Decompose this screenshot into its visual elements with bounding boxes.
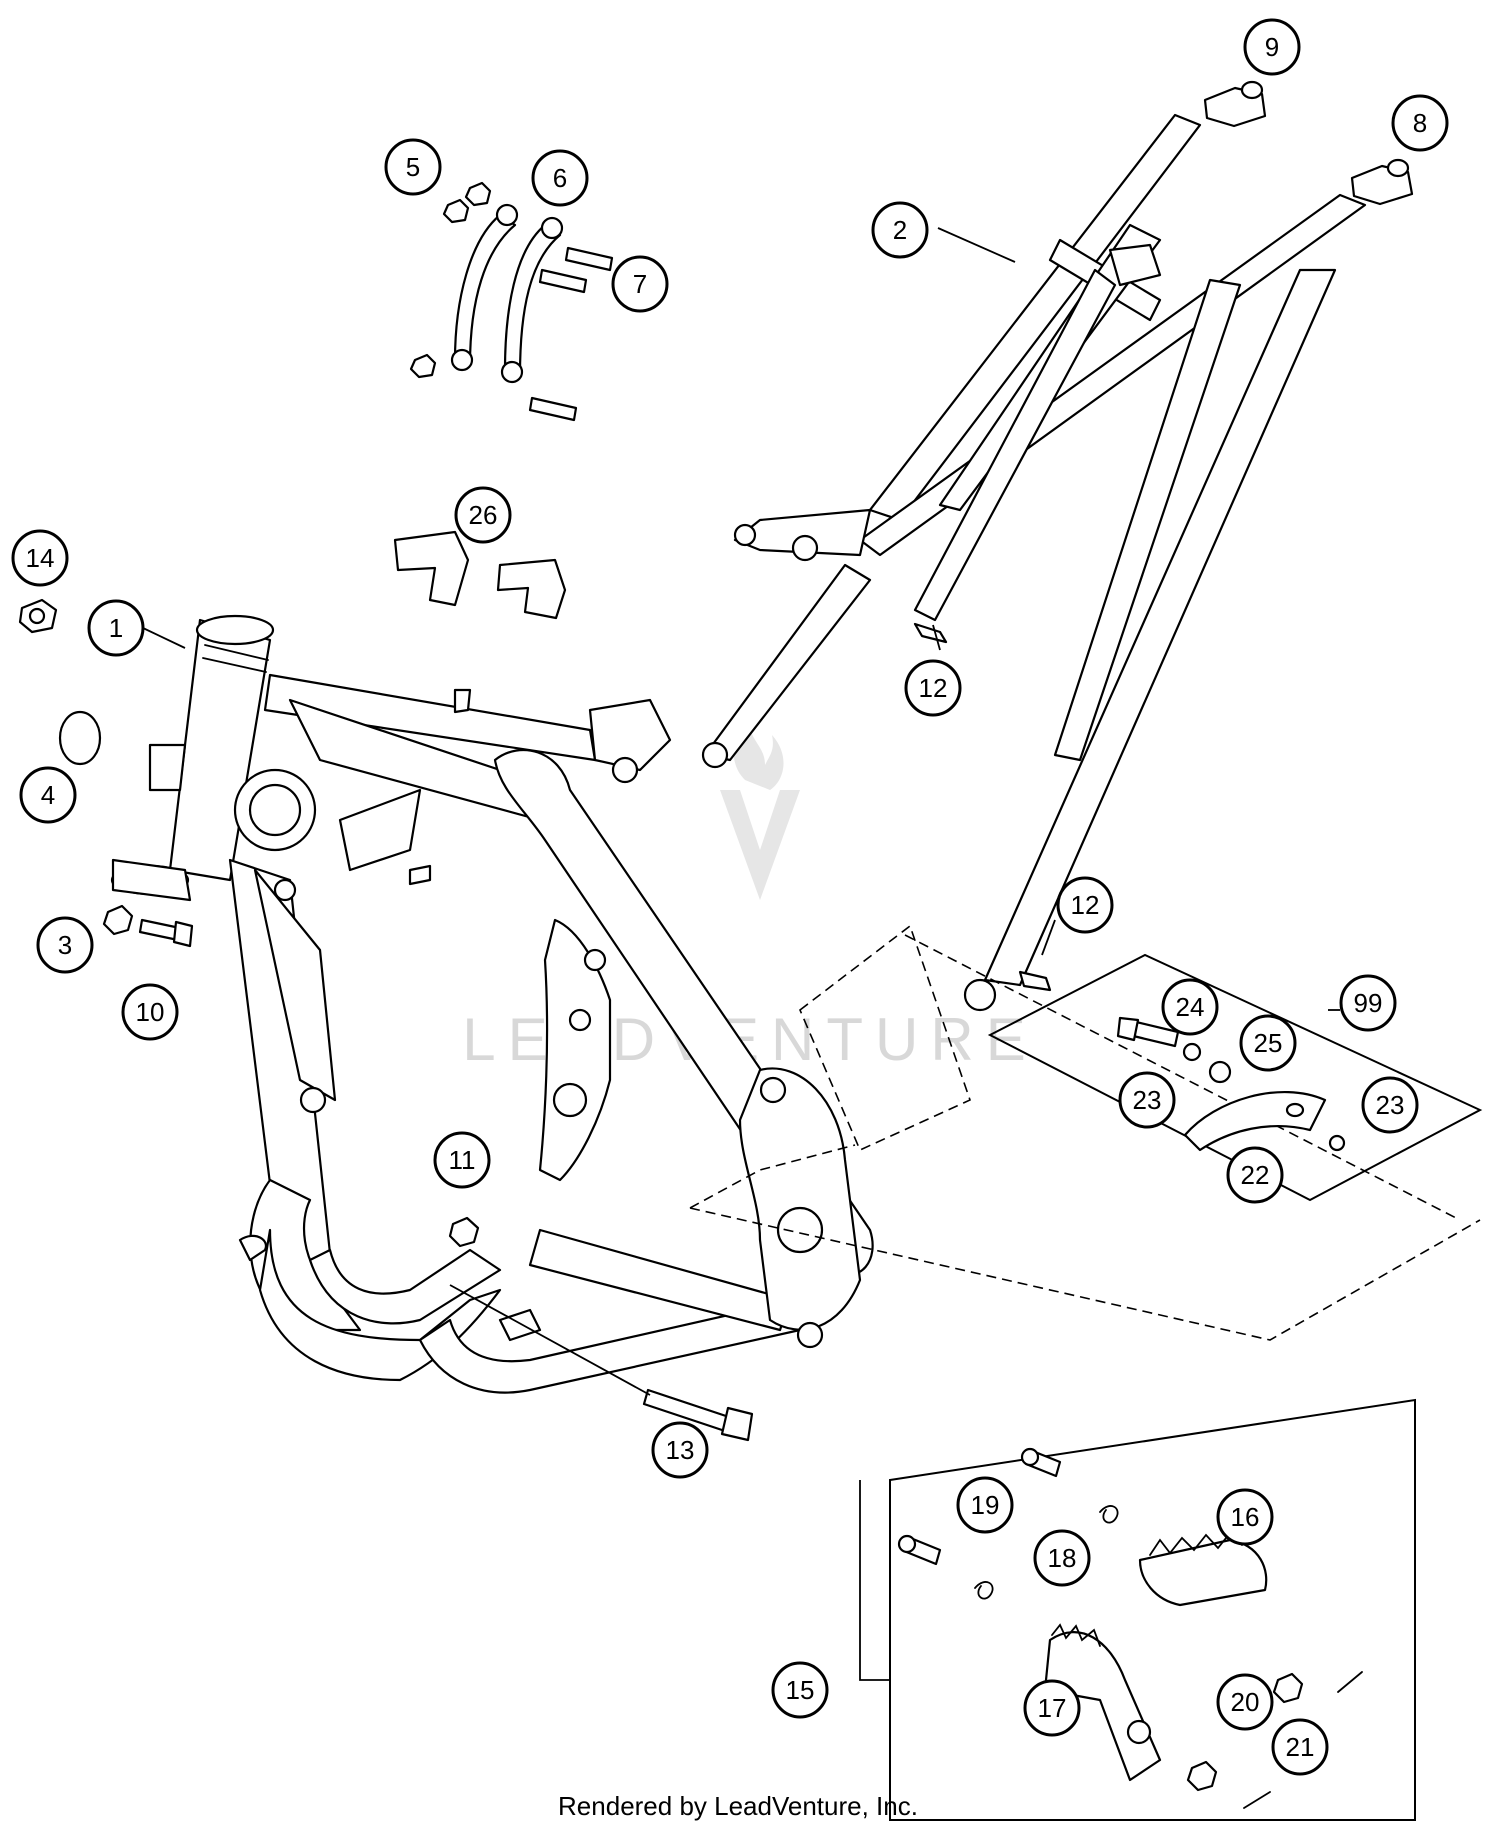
svg-text:4: 4	[41, 780, 55, 810]
nut-3-part	[102, 904, 134, 936]
svg-text:9: 9	[1265, 32, 1279, 62]
svg-text:25: 25	[1254, 1028, 1283, 1058]
rubber-plug-8-part	[1350, 158, 1414, 206]
callout-7: 7	[611, 255, 669, 313]
svg-text:5: 5	[406, 152, 420, 182]
svg-text:8: 8	[1413, 108, 1427, 138]
callout-22: 22	[1226, 1146, 1284, 1204]
svg-text:14: 14	[26, 543, 55, 573]
footer-credit: Rendered by LeadVenture, Inc.	[558, 1791, 918, 1821]
callout-4: 4	[19, 766, 77, 824]
callout-11: 11	[433, 1131, 491, 1189]
nut-11-part	[448, 1216, 480, 1248]
callout-21: 21	[1271, 1718, 1329, 1776]
callout-5: 5	[384, 138, 442, 196]
callout-20: 20	[1216, 1673, 1274, 1731]
screw-12a-part	[913, 622, 948, 644]
svg-text:19: 19	[971, 1490, 1000, 1520]
svg-text:20: 20	[1231, 1687, 1260, 1717]
svg-text:22: 22	[1241, 1160, 1270, 1190]
callout-2: 2	[871, 201, 929, 259]
callout-23b: 23	[1361, 1076, 1419, 1134]
rubber-plug-9-part	[1203, 80, 1267, 128]
footrest-kit-box	[889, 1398, 1416, 1821]
svg-text:16: 16	[1231, 1502, 1260, 1532]
svg-text:12: 12	[919, 673, 948, 703]
svg-text:11: 11	[449, 1145, 476, 1175]
callout-6: 6	[531, 149, 589, 207]
callout-14: 14	[11, 529, 69, 587]
callout-16: 16	[1216, 1488, 1274, 1546]
rear-subframe-part	[701, 113, 1367, 1012]
callout-19: 19	[956, 1476, 1014, 1534]
callout-23a: 23	[1118, 1071, 1176, 1129]
callout-10: 10	[121, 983, 179, 1041]
svg-text:3: 3	[58, 930, 72, 960]
svg-text:24: 24	[1176, 992, 1205, 1022]
screw-13-part	[449, 1284, 754, 1442]
callout-24: 24	[1161, 978, 1219, 1036]
callout-12b: 12	[1056, 876, 1114, 934]
svg-text:7: 7	[633, 269, 647, 299]
callout-3: 3	[36, 916, 94, 974]
callout-17: 17	[1023, 1679, 1081, 1737]
leader-lines	[142, 227, 1056, 1681]
frame-protectors-part	[393, 530, 567, 620]
kit-99-parts	[1116, 1016, 1346, 1152]
callout-25: 25	[1239, 1014, 1297, 1072]
callout-12a: 12	[904, 659, 962, 717]
callout-99: 99	[1339, 974, 1397, 1032]
callout-13: 13	[651, 1421, 709, 1479]
svg-text:13: 13	[666, 1435, 695, 1465]
svg-text:18: 18	[1048, 1543, 1077, 1573]
svg-text:23: 23	[1376, 1090, 1405, 1120]
svg-text:6: 6	[553, 163, 567, 193]
svg-text:26: 26	[469, 500, 498, 530]
callout-8: 8	[1391, 94, 1449, 152]
svg-text:99: 99	[1354, 988, 1383, 1018]
callout-18: 18	[1033, 1529, 1091, 1587]
callout-9: 9	[1243, 18, 1301, 76]
svg-text:10: 10	[136, 997, 165, 1027]
svg-text:21: 21	[1286, 1732, 1315, 1762]
seal-ring-part	[58, 710, 102, 766]
svg-text:15: 15	[786, 1675, 815, 1705]
main-frame-part	[110, 614, 874, 1394]
svg-text:2: 2	[893, 215, 907, 245]
dashed-reference-lines	[689, 924, 1481, 1341]
callout-1: 1	[87, 599, 145, 657]
engine-brace-parts	[409, 181, 614, 422]
footrest-kit-parts	[897, 1447, 1363, 1809]
screw-12b-part	[1018, 970, 1052, 992]
svg-text:17: 17	[1038, 1693, 1067, 1723]
screw-10-part	[138, 918, 194, 948]
clip-part	[18, 598, 58, 634]
svg-text:12: 12	[1071, 890, 1100, 920]
svg-text:1: 1	[109, 613, 123, 643]
callout-15: 15	[771, 1661, 829, 1719]
svg-text:23: 23	[1133, 1085, 1162, 1115]
callout-26: 26	[454, 486, 512, 544]
